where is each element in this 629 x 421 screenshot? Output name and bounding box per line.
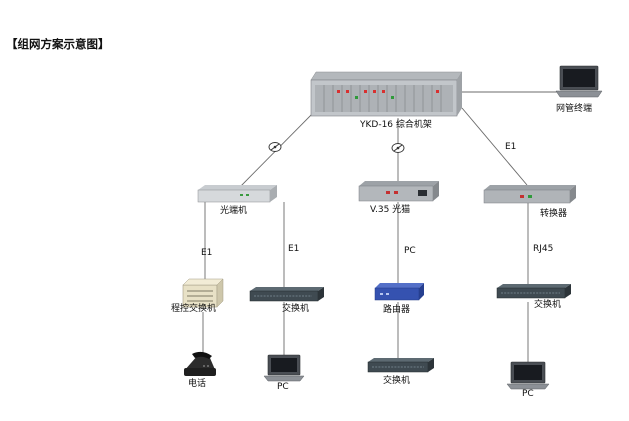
fiber-marker-icon bbox=[268, 142, 282, 152]
optical-terminal-icon bbox=[197, 185, 277, 203]
link-label-e1: E1 bbox=[505, 142, 517, 152]
link-label-rj45: RJ45 bbox=[533, 244, 554, 254]
phone-label: 电话 bbox=[188, 379, 207, 389]
laptop-icon bbox=[555, 65, 603, 98]
converter-label: 转换器 bbox=[540, 209, 568, 219]
converter-icon bbox=[483, 185, 576, 204]
link-label-pc: PC bbox=[404, 246, 416, 256]
link-label-e1: E1 bbox=[288, 244, 300, 254]
telephone-icon bbox=[184, 351, 216, 376]
v35-modem-icon bbox=[358, 181, 439, 202]
network-switch-icon bbox=[496, 284, 571, 299]
laptop-icon bbox=[506, 361, 550, 390]
v35-modem-label: V.35 光猫 bbox=[370, 205, 411, 215]
pbx-icon bbox=[182, 278, 224, 308]
fiber-marker-icon bbox=[391, 143, 405, 153]
router-label: 路由器 bbox=[383, 305, 411, 315]
optical-terminal-label: 光端机 bbox=[220, 206, 248, 216]
network-switch-icon bbox=[367, 358, 434, 373]
laptop-icon bbox=[263, 354, 305, 382]
connection-lines bbox=[202, 91, 560, 362]
network-switch-icon bbox=[249, 287, 324, 302]
pc-right-label: PC bbox=[522, 389, 534, 399]
rack-label: YKD-16 综合机架 bbox=[360, 120, 432, 130]
diagram-title: 【组网方案示意图】 bbox=[6, 37, 110, 51]
pc-left-label: PC bbox=[277, 382, 289, 392]
switch-right-label: 交换机 bbox=[534, 300, 562, 310]
switch-left-label: 交换机 bbox=[282, 304, 310, 314]
rack-device-icon bbox=[310, 71, 463, 117]
nms-label: 网管终端 bbox=[556, 104, 593, 114]
router-icon bbox=[374, 283, 424, 301]
pbx-label: 程控交换机 bbox=[171, 304, 217, 314]
link-label-e1: E1 bbox=[201, 248, 213, 258]
switch-bottom-label: 交换机 bbox=[383, 376, 411, 386]
